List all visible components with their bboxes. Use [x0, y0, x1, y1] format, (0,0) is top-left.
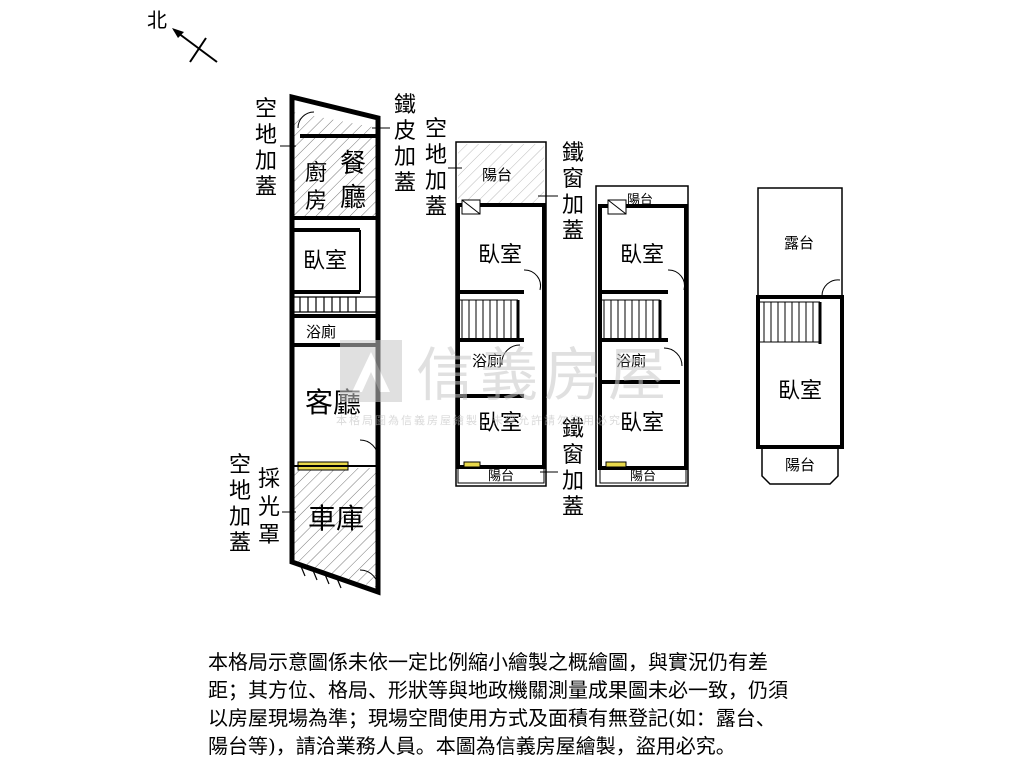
svg-text:皮: 皮 — [394, 119, 416, 144]
floor-4-terrace-label: 露台 — [784, 234, 814, 252]
svg-text:加: 加 — [394, 145, 416, 170]
left-annotation-top: 空 地 加 蓋 — [255, 97, 277, 200]
svg-text:蓋: 蓋 — [229, 531, 251, 556]
floor-2: 陽台 臥室 浴廁 臥室 陽台 空 地 加 蓋 鐵 窗 加 蓋 鐵 窗 加 蓋 — [425, 117, 584, 520]
svg-text:鐵: 鐵 — [394, 93, 416, 118]
svg-text:地: 地 — [425, 143, 447, 168]
door-icon — [821, 279, 841, 297]
compass-arrow — [173, 29, 218, 63]
svg-text:採: 採 — [258, 467, 280, 492]
watermark-brand: 信義房屋 — [416, 341, 672, 409]
floor-3-outline — [595, 185, 689, 487]
kitchen-label: 廚 — [305, 161, 327, 186]
floor-2-balcony-top-hatch — [458, 144, 544, 204]
floor-3: 陽台 臥室 浴廁 臥室 陽台 — [595, 185, 689, 487]
floor-3-balcony-bottom-label: 陽台 — [630, 469, 656, 484]
svg-text:空: 空 — [425, 117, 447, 142]
door-icon — [501, 344, 521, 366]
svg-text:地: 地 — [229, 479, 251, 504]
right-annotation-top: 鐵 皮 加 蓋 — [394, 93, 416, 196]
dining-label: 餐 — [340, 149, 366, 179]
bedroom-label: 臥室 — [303, 249, 347, 274]
disclaimer-line: 以房屋現場為準；現場空間使用方式及面積有無登記(如：露台、 — [208, 706, 776, 730]
floor-2-balcony-top-label: 陽台 — [482, 166, 512, 184]
svg-text:空: 空 — [229, 453, 251, 478]
svg-text:蓋: 蓋 — [255, 175, 277, 200]
floor-2-balcony-bottom — [457, 466, 545, 484]
svg-text:蓋: 蓋 — [562, 495, 584, 520]
floor-2-annotation-left: 空 地 加 蓋 — [425, 117, 447, 220]
floor-3-bedroom-bottom-label: 臥室 — [620, 411, 664, 436]
window-strip — [605, 461, 627, 469]
floor-4-balcony-outline — [761, 447, 839, 485]
svg-text:加: 加 — [562, 469, 584, 494]
svg-text:窗: 窗 — [562, 167, 584, 192]
floor-4-balcony-label: 陽台 — [785, 456, 815, 474]
left-annotation-bottom: 空 地 加 蓋 — [229, 453, 251, 556]
window-strip — [463, 461, 481, 469]
disclaimer-line: 本格局示意圖係未依一定比例縮小繪製之概繪圖，與實況仍有差 — [208, 650, 768, 674]
door-icon — [359, 569, 379, 591]
north-label: 北 — [147, 8, 167, 32]
svg-text:鐵: 鐵 — [562, 417, 584, 442]
garage-door — [299, 563, 342, 589]
bathroom-label: 浴廁 — [306, 323, 336, 341]
svg-text:罩: 罩 — [258, 523, 280, 548]
kitchen-label: 房 — [305, 189, 327, 214]
disclaimer-line: 距；其方位、格局、形狀等與地政機關測量成果圖未必一致，仍須 — [208, 678, 788, 702]
floor-3-walls — [598, 204, 688, 470]
svg-text:加: 加 — [229, 505, 251, 530]
garage-label: 車庫 — [308, 502, 364, 535]
compass: 北 — [147, 8, 218, 63]
garage-hatch — [292, 468, 378, 588]
skylight-annotation: 採 光 罩 — [258, 467, 280, 548]
floor-2-bedroom-bottom-label: 臥室 — [478, 411, 522, 436]
svg-text:鐵: 鐵 — [562, 141, 584, 166]
floor-2-annotation-right-bottom: 鐵 窗 加 蓋 — [562, 417, 584, 520]
floor-3-bedroom-top-label: 臥室 — [620, 243, 664, 268]
floor-3-bathroom-label: 浴廁 — [616, 352, 646, 370]
floor-1-outline — [289, 93, 381, 596]
dining-label: 廳 — [340, 183, 366, 213]
svg-text:蓋: 蓋 — [562, 219, 584, 244]
door-icon — [297, 111, 315, 129]
door-icon — [667, 269, 685, 291]
svg-text:加: 加 — [255, 149, 277, 174]
svg-text:加: 加 — [562, 193, 584, 218]
door-icon — [523, 269, 541, 291]
compass-cross — [189, 37, 207, 63]
floor-plan: 北 — [147, 8, 844, 596]
svg-text:地: 地 — [255, 123, 277, 148]
disclaimer-line: 陽台等)，請洽業務人員。本圖為信義房屋繪製，盜用必究。 — [208, 734, 736, 758]
door-icon — [663, 347, 683, 367]
disclaimer: 本格局示意圖係未依一定比例縮小繪製之概繪圖，與實況仍有差 距；其方位、格局、形狀… — [208, 648, 888, 760]
floor-2-bathroom-label: 浴廁 — [472, 352, 502, 370]
svg-text:蓋: 蓋 — [425, 195, 447, 220]
svg-text:蓋: 蓋 — [394, 171, 416, 196]
floor-4-walls — [756, 295, 844, 449]
floor-2-stairs — [458, 299, 518, 338]
floor-2-bedroom-top-label: 臥室 — [478, 243, 522, 268]
watermark-small: 本格局圖為信義房屋繪製，未經允許請勿盜用必究 — [336, 413, 622, 427]
svg-text:窗: 窗 — [562, 443, 584, 468]
floor-3-balcony-bottom — [599, 466, 687, 484]
floor-3-stairs — [600, 299, 660, 338]
floor-4-bedroom-label: 臥室 — [778, 379, 822, 404]
svg-text:加: 加 — [425, 169, 447, 194]
floor-4: 露台 臥室 陽台 — [756, 187, 844, 485]
watermark: 信義房屋 本格局圖為信義房屋繪製，未經允許請勿盜用必究 — [336, 340, 672, 427]
floor-1-stairs — [292, 296, 378, 313]
svg-text:光: 光 — [258, 495, 280, 520]
door-icon — [359, 439, 379, 459]
floor-2-balcony-bottom-label: 陽台 — [488, 469, 514, 484]
svg-text:空: 空 — [255, 97, 277, 122]
floor-3-balcony-top-label: 陽台 — [627, 193, 653, 208]
floor-2-annotation-right-top: 鐵 窗 加 蓋 — [562, 141, 584, 244]
floor-4-stairs — [758, 301, 820, 343]
arrow-head-icon — [172, 28, 184, 38]
